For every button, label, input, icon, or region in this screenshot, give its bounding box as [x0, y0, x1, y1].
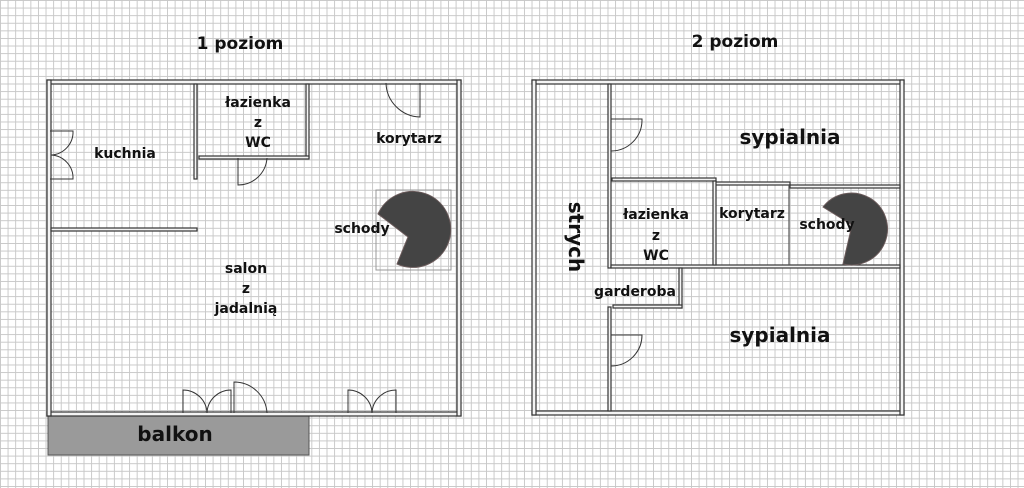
- door-icon: [347, 389, 397, 414]
- wall: [610, 264, 901, 269]
- wall: [607, 83, 612, 269]
- room-label-corridor: korytarz: [719, 206, 785, 222]
- wall: [611, 177, 717, 182]
- wall: [50, 227, 198, 232]
- door-icon: [233, 381, 268, 414]
- wall: [531, 79, 537, 416]
- door-icon: [610, 118, 643, 152]
- room-label-bedroom-top: sypialnia: [739, 125, 840, 149]
- wall: [899, 79, 905, 416]
- door-icon: [610, 334, 643, 367]
- room-label-wardrobe: garderoba: [594, 284, 676, 300]
- wall: [193, 83, 198, 180]
- door-icon: [385, 82, 421, 118]
- wall: [678, 267, 683, 309]
- wall: [198, 155, 310, 160]
- room-label-corridor: korytarz: [376, 131, 442, 147]
- room-label-bedroom-bottom: sypialnia: [729, 323, 830, 347]
- room-label-kitchen: kuchnia: [94, 146, 156, 162]
- room-label-stairs: schody: [334, 221, 389, 237]
- wall: [612, 304, 683, 309]
- room-label-attic: strych: [564, 202, 588, 272]
- door-icon: [182, 389, 232, 414]
- balcony: [47, 415, 310, 456]
- level2-title: 2 poziom: [692, 32, 779, 52]
- wall: [456, 79, 462, 417]
- wall: [46, 411, 462, 417]
- level1-title: 1 poziom: [197, 34, 284, 54]
- room-label-stairs: schody: [799, 217, 854, 233]
- room-label-balcony: balkon: [137, 422, 212, 446]
- wall: [607, 306, 612, 412]
- door-icon: [237, 157, 268, 186]
- room-label-bathroom: z: [254, 115, 262, 131]
- room-label-bathroom: łazienka: [622, 207, 689, 223]
- wall: [46, 79, 52, 417]
- room-label-bathroom: WC: [245, 135, 271, 151]
- room-label-bathroom: z: [652, 228, 660, 244]
- room-label-bathroom: WC: [643, 248, 669, 264]
- room-label-living: z: [242, 281, 250, 297]
- wall: [46, 79, 462, 85]
- spiral-stairs-icon: [822, 192, 888, 266]
- room-label-living: jadalnią: [214, 301, 278, 317]
- wall: [714, 181, 791, 186]
- wall: [531, 410, 905, 416]
- level1-plan: kuchnia łazienka z WC korytarz schody sa…: [46, 79, 462, 456]
- spiral-stairs-icon: [377, 190, 452, 268]
- wall: [789, 184, 901, 189]
- level2-plan: sypialnia sypialnia strych łazienka z WC…: [531, 79, 905, 416]
- room-label-bathroom: łazienka: [224, 95, 291, 111]
- wall: [305, 83, 310, 159]
- wall: [712, 180, 717, 266]
- room-label-living: salon: [225, 261, 267, 277]
- wall: [531, 79, 905, 85]
- door-icon: [50, 130, 74, 180]
